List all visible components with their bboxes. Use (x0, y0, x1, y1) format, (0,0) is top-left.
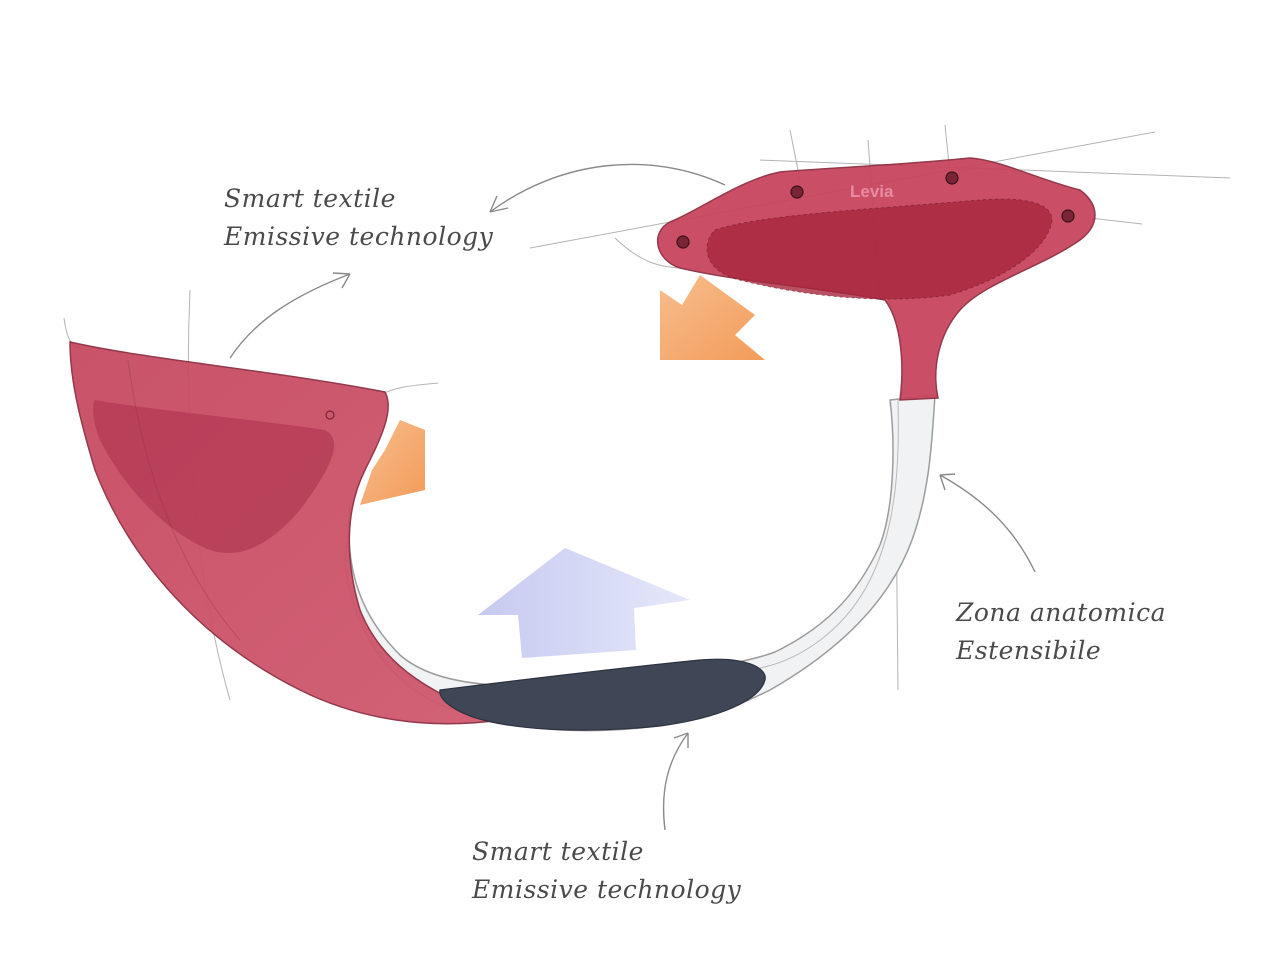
orange-arrow-top (660, 275, 765, 360)
annotation-line: Emissive technology (472, 875, 742, 904)
snap-button-icon (325, 410, 335, 420)
annotation-line: Zona anatomica (956, 598, 1166, 627)
annotation-smart-textile-bottom: Smart textile Emissive technology (472, 833, 741, 909)
pointer-arrow-icon (229, 273, 351, 359)
left-textile-panel (69, 341, 501, 725)
brand-logo: Levia (850, 182, 894, 201)
pointer-arrow-icon (939, 474, 1036, 573)
top-right-textile-panel: Levia (656, 157, 1096, 401)
pointer-arrow-icon (489, 163, 726, 213)
annotation-arrows (229, 163, 1036, 831)
annotation-smart-textile-top: Smart textile Emissive technology (224, 180, 493, 256)
snap-button-icon (1061, 209, 1075, 223)
snap-button-icon (945, 171, 959, 185)
orange-arrow-left (360, 420, 425, 505)
annotation-stretch-zone: Zona anatomica Estensibile (956, 594, 1166, 670)
annotation-line: Smart textile (472, 837, 644, 866)
blue-lift-arrow (478, 548, 690, 658)
snap-button-icon (790, 185, 804, 199)
pointer-arrow-icon (662, 732, 689, 831)
annotation-line: Estensibile (956, 636, 1102, 665)
snap-button-icon (676, 235, 690, 249)
bottom-dark-pad (439, 658, 766, 731)
annotation-line: Emissive technology (224, 222, 494, 251)
annotation-line: Smart textile (224, 184, 396, 213)
